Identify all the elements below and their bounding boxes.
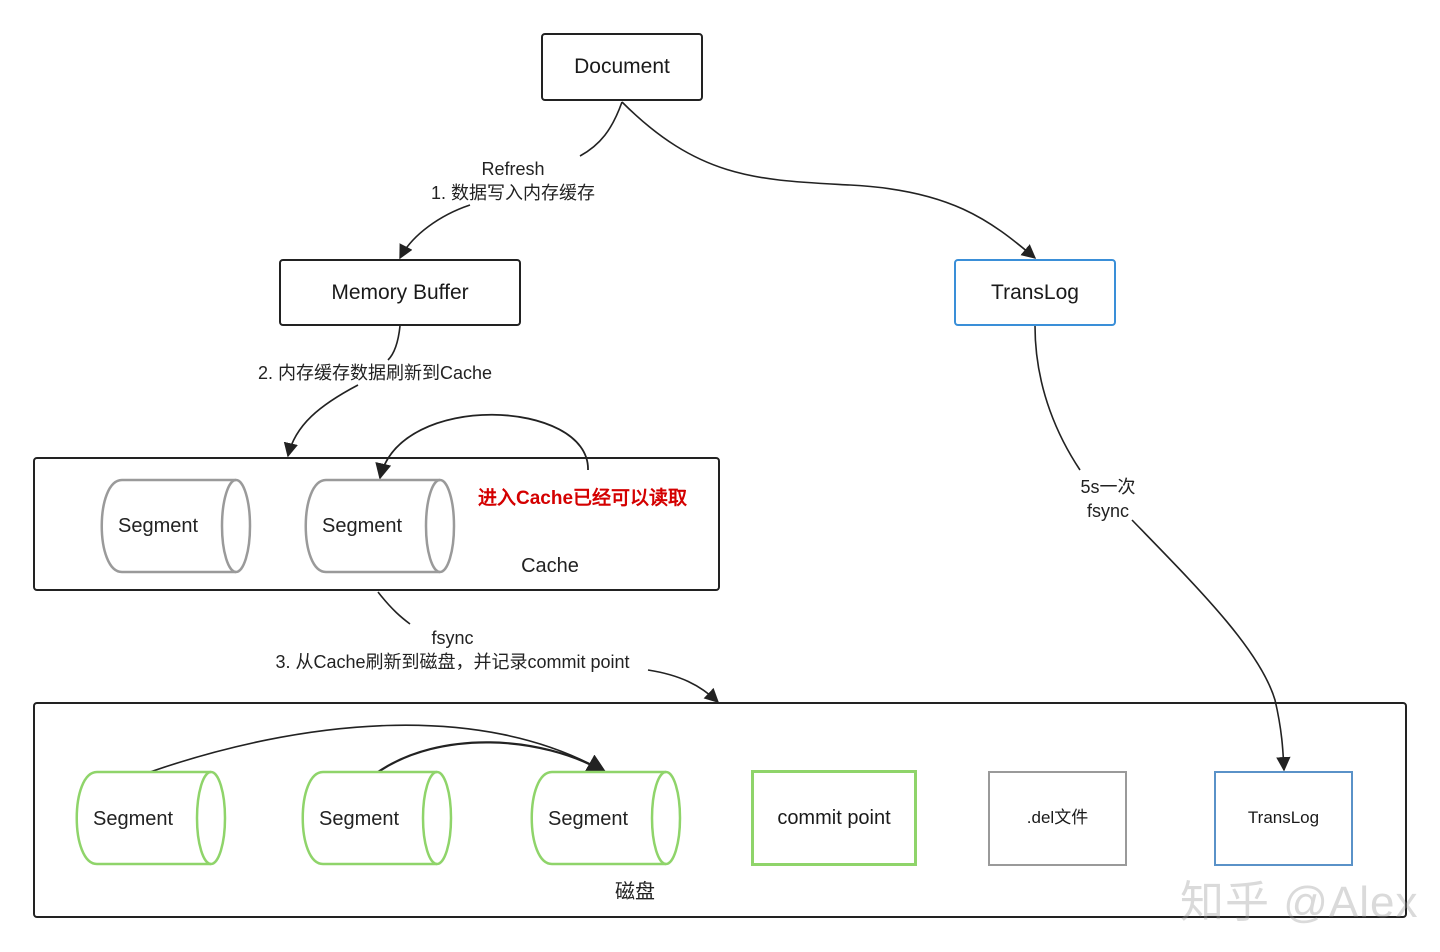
label-step3: 3. 从Cache刷新到磁盘，并记录commit point (275, 652, 630, 672)
edge-cache-to-disk (377, 591, 411, 625)
commit-point-box: commit point (751, 770, 917, 866)
edge-document-to-memory-buffer-arrow (399, 204, 471, 260)
node-memory-buffer: Memory Buffer (279, 259, 521, 326)
disk-label: 磁盘 (615, 881, 655, 903)
label-refresh-step: 1. 数据写入内存缓存 (430, 183, 595, 203)
cache-label: Cache (521, 555, 579, 577)
edge-memory-buffer-to-cache (387, 325, 401, 361)
cache-readable-note: 进入Cache已经可以读取 (478, 488, 688, 509)
edge-translog-to-disk (1034, 325, 1081, 471)
node-translog: TransLog (954, 259, 1116, 326)
label-refresh: Refresh 1. 数据写入内存缓存 (413, 157, 613, 205)
cache-segment-label-2: Segment (322, 515, 403, 537)
node-document: Document (541, 33, 703, 101)
disk-container (33, 702, 1407, 918)
edge-document-to-translog (621, 101, 1037, 259)
label-translog-fsync: 5s一次 fsync (1058, 475, 1158, 523)
disk-segment-label-3: Segment (548, 808, 629, 830)
label-step2: 2. 内存缓存数据刷新到Cache (257, 363, 493, 383)
disk-segment-label-2: Segment (319, 808, 400, 830)
del-file-box: .del文件 (988, 771, 1127, 866)
label-fsync-step3: fsync 3. 从Cache刷新到磁盘，并记录commit point (240, 626, 665, 674)
edge-document-to-memory-buffer (579, 101, 623, 157)
cache-segment-label-1: Segment (118, 515, 199, 537)
label-translog-interval: 5s一次 (1080, 477, 1136, 497)
label-refresh-title: Refresh (481, 159, 545, 179)
disk-translog-box: TransLog (1214, 771, 1353, 866)
watermark-text: 知乎 @Alex (1180, 878, 1419, 927)
edge-cache-to-disk-arrow (647, 669, 720, 703)
edge-memory-buffer-to-cache-arrow (283, 384, 359, 458)
cache-container (33, 457, 720, 591)
label-translog-fsync-word: fsync (1086, 501, 1129, 521)
label-fsync-word: fsync (431, 628, 474, 648)
disk-segment-label-1: Segment (93, 808, 174, 830)
